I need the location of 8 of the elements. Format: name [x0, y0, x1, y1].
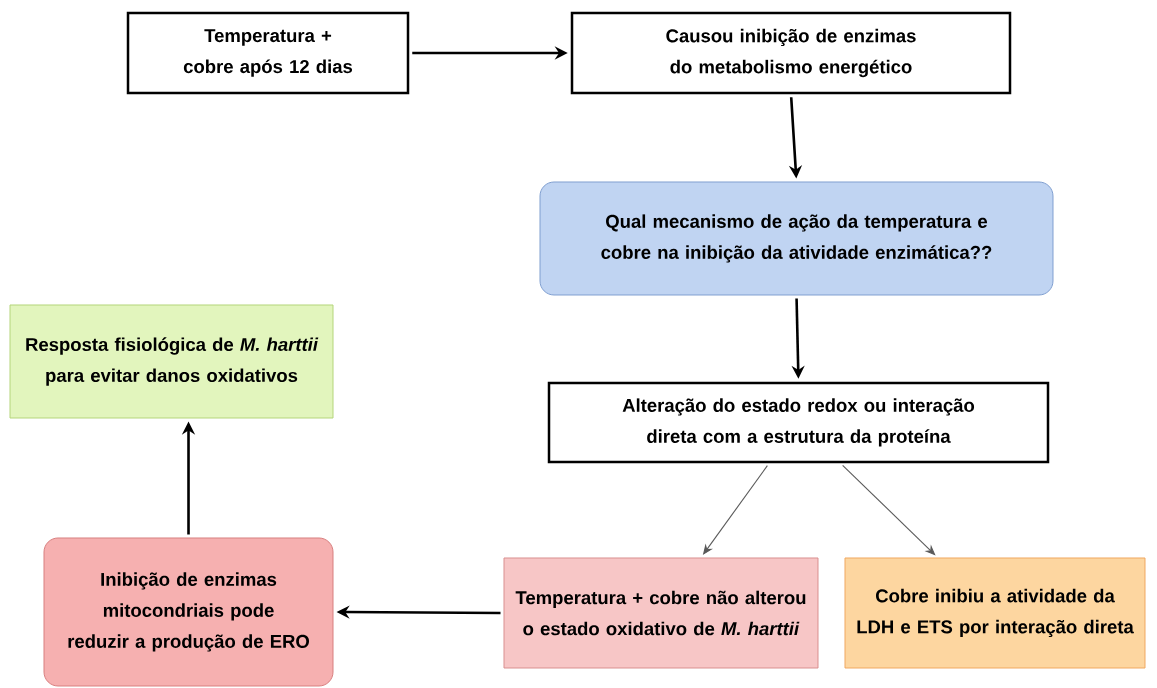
process-box: Causou inibição de enzimas do metabolismo energético: [570, 11, 1012, 95]
conclusion-box: Resposta fisiológica de M. harttii para evitar danos oxidativos: [9, 304, 334, 419]
question-box: Qual mecanismo de ação da temperatura e cobre na inibição da atividade enzimática??: [539, 181, 1054, 296]
result-box: Temperatura + cobre não alterou o estado oxidativo de M. harttii: [503, 557, 819, 669]
process-box: Temperatura + cobre após 12 dias: [126, 11, 410, 95]
result-box: Cobre inibiu a atividade da LDH e ETS por interação direta: [844, 557, 1146, 669]
conclusion-box: Inibição de enzimas mitocondriais pode reduzir a produção de ERO: [43, 537, 334, 687]
hypothesis-box: Alteração do estado redox ou interação direta com a estrutura da proteína: [547, 381, 1050, 464]
